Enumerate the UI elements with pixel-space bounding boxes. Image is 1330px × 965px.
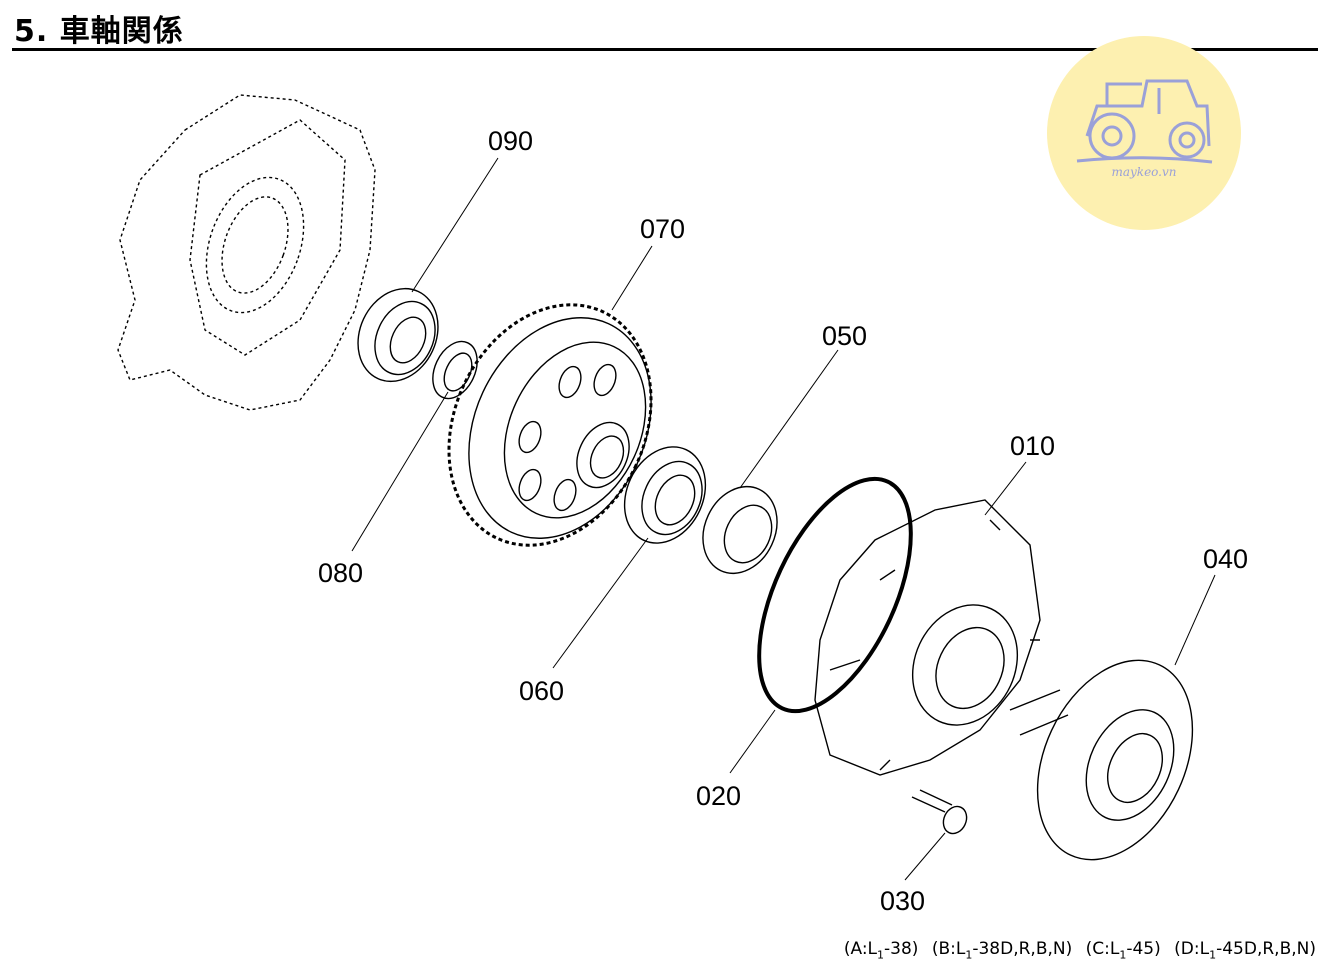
bolt-030 (911, 789, 968, 835)
part-label-060: 060 (519, 676, 564, 706)
part-label-080: 080 (318, 558, 363, 588)
lock-washer-080 (432, 340, 478, 400)
model-c: (C:L1-45) (1085, 938, 1161, 961)
bearing-060 (623, 446, 707, 544)
model-a: (A:L1-38) (843, 938, 919, 961)
bearing-090 (357, 287, 439, 383)
model-d: (D:L1-45D,R,B,N) (1174, 938, 1316, 961)
part-label-020: 020 (696, 781, 741, 811)
part-label-050: 050 (822, 321, 867, 351)
leader-lines (351, 157, 1216, 881)
o-ring-020 (757, 476, 913, 714)
gear-070 (447, 303, 653, 547)
axle-flange-040 (1009, 659, 1194, 861)
model-b: (B:L1-38D,R,B,N) (931, 938, 1073, 961)
cover-010 (814, 499, 1041, 776)
watermark-text: maykeo.vn (1111, 165, 1176, 179)
watermark-logo: maykeo.vn (1047, 36, 1241, 230)
model-applicability-note: (A:L1-38) (B:L1-38D,R,B,N) (C:L1-45) (D:… (836, 939, 1316, 961)
part-label-030: 030 (880, 886, 925, 916)
page-title: 5. 車軸関係 (14, 14, 184, 49)
axle-housing (117, 94, 376, 411)
tractor-icon: maykeo.vn (1076, 79, 1213, 179)
part-label-010: 010 (1010, 431, 1055, 461)
part-label-090: 090 (488, 126, 533, 156)
part-label-040: 040 (1203, 544, 1248, 574)
title-rule (12, 48, 1318, 51)
part-label-070: 070 (640, 214, 685, 244)
oil-seal-050 (702, 485, 778, 575)
